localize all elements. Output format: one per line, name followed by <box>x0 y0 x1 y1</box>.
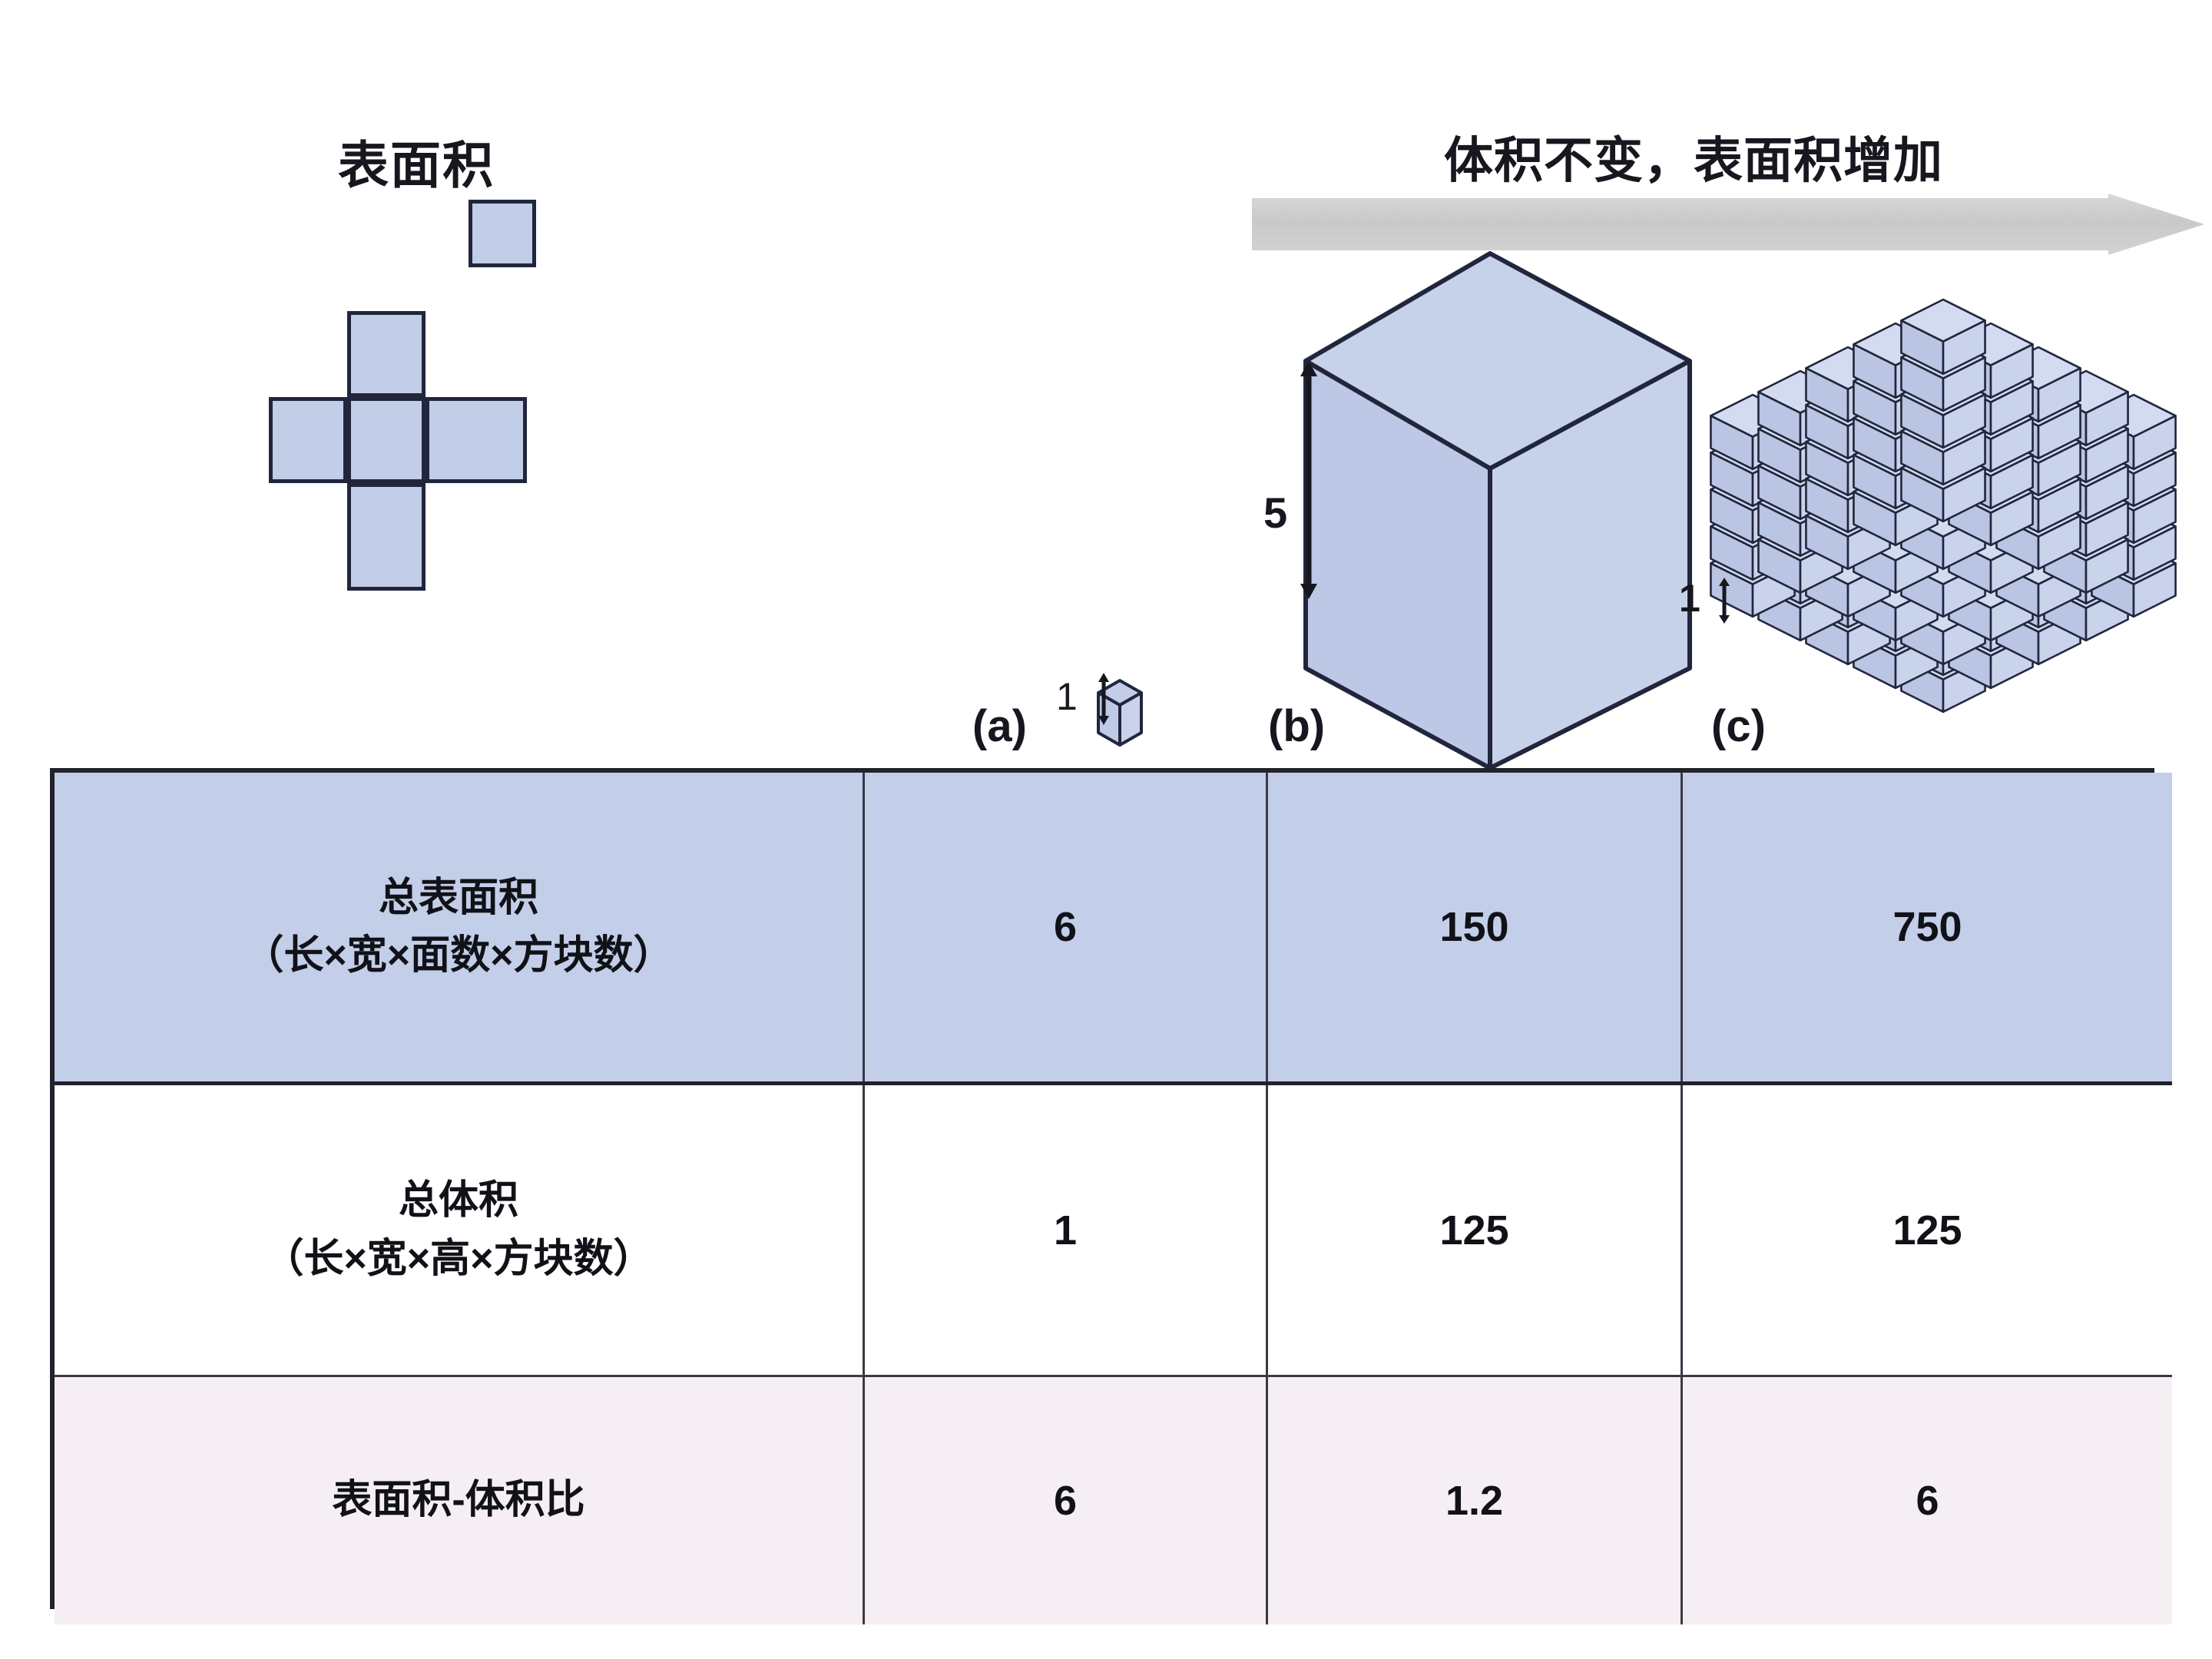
row-label-cell: 表面积-体积比 <box>55 1375 865 1624</box>
dimension-label-a: 1 <box>1056 675 1078 718</box>
row-label-line1: 总表面积 <box>378 875 538 920</box>
cell-b: 150 <box>1266 773 1683 1085</box>
cell-c: 750 <box>1681 773 2172 1085</box>
cube-net-cross-icon <box>253 200 760 676</box>
table-row: 总体积 （长×宽×高×方块数） 1 125 125 <box>55 1082 2172 1377</box>
cell-a: 6 <box>863 773 1268 1085</box>
net-face-bottom <box>347 483 426 591</box>
net-face-right <box>426 397 527 483</box>
row-label-cell: 总体积 （长×宽×高×方块数） <box>55 1082 865 1377</box>
net-face-left <box>269 397 347 483</box>
cell-b: 125 <box>1266 1082 1683 1377</box>
cell-a: 6 <box>863 1375 1268 1624</box>
page-title-surface-area: 表面积 <box>338 137 495 194</box>
dimension-arrow-a <box>1092 673 1115 725</box>
table-row: 表面积-体积比 6 1.2 6 <box>55 1375 2172 1624</box>
right-arrow-icon <box>1252 194 2204 255</box>
comparison-table: 总表面积 （长×宽×面数×方块数） 6 150 750 总体积 （长×宽×高×方… <box>50 768 2172 1624</box>
unit-cube-icon <box>1060 676 1214 760</box>
net-face-top <box>347 311 426 397</box>
cell-c: 125 <box>1681 1082 2172 1377</box>
row-label-cell: 总表面积 （长×宽×面数×方块数） <box>55 773 865 1085</box>
dimension-arrow-b <box>1295 361 1323 599</box>
net-face-detached <box>469 200 536 267</box>
dimension-arrow-c <box>1714 578 1734 624</box>
row-label-line2: （长×宽×高×方块数） <box>263 1236 654 1281</box>
panel-label-a: (a) <box>972 701 1027 751</box>
cell-b: 1.2 <box>1266 1375 1683 1624</box>
panel-label-c: (c) <box>1711 701 1766 751</box>
dimension-label-c: 1 <box>1679 577 1700 620</box>
large-cube-icon <box>1260 230 1751 770</box>
transform-caption: 体积不变，表面积增加 <box>1444 133 1943 188</box>
table-row: 总表面积 （长×宽×面数×方块数） 6 150 750 <box>55 773 2172 1085</box>
row-label-line2: （长×宽×面数×方块数） <box>243 933 674 978</box>
row-label-line1: 表面积-体积比 <box>332 1478 585 1523</box>
subdivided-cube-icon <box>1674 246 2212 768</box>
panel-label-b: (b) <box>1268 701 1326 751</box>
row-label-line1: 总体积 <box>398 1178 518 1224</box>
dimension-label-b: 5 <box>1263 488 1288 537</box>
cell-a: 1 <box>863 1082 1268 1377</box>
cell-c: 6 <box>1681 1375 2172 1624</box>
net-face-center <box>347 397 426 483</box>
